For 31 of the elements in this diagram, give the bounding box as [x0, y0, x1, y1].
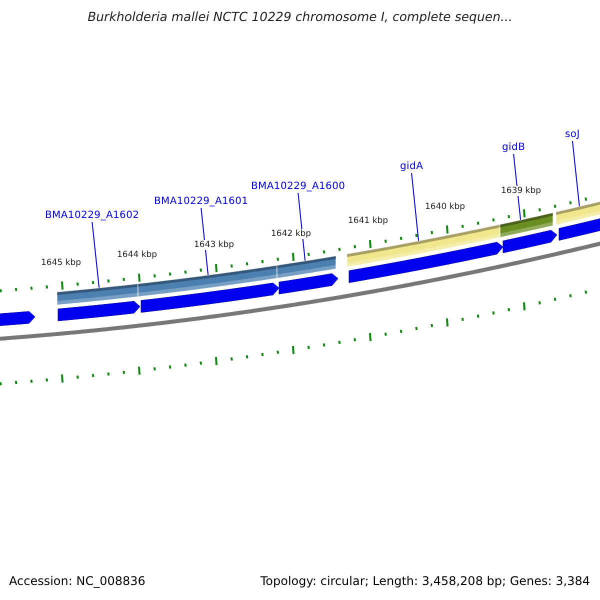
coding-segment — [278, 273, 338, 294]
scale-label: 1641 kbp — [348, 216, 388, 226]
scale-label: 1644 kbp — [117, 250, 158, 260]
leader-line — [92, 222, 100, 288]
scale-label: 1645 kbp — [41, 258, 82, 268]
leader-line — [411, 172, 420, 242]
gene-label: BMA10229_A1601 — [154, 196, 248, 207]
scale-label: 1643 kbp — [194, 240, 234, 250]
feature-bar — [500, 212, 554, 238]
coding-segment — [502, 230, 558, 254]
coding-segment — [348, 242, 504, 283]
feature-bar — [138, 265, 278, 298]
feature-bar — [56, 283, 138, 306]
gene-label: gidA — [400, 161, 424, 172]
feature-bar — [276, 256, 336, 279]
scale-label: 1640 kbp — [425, 202, 466, 212]
gene-label: soJ — [565, 129, 580, 140]
scale-label: 1639 kbp — [501, 186, 542, 196]
coding-segment — [58, 300, 140, 322]
accession-text: Accession: NC_008836 — [9, 574, 146, 588]
summary-text: Topology: circular; Length: 3,458,208 bp; Genes: 3,384 — [260, 574, 590, 588]
title: Burkholderia mallei NCTC 10229 chromosome I, complete sequen... — [86, 9, 514, 24]
feature-bar — [346, 224, 500, 268]
leader-line — [572, 140, 580, 208]
coding-segment — [0, 311, 36, 327]
gene-label: BMA10229_A1600 — [251, 181, 346, 192]
coding-segment — [558, 216, 600, 241]
gene-label: BMA10229_A1602 — [45, 210, 140, 221]
gene-label: gidB — [502, 142, 526, 153]
coding-segment — [140, 282, 280, 313]
scale-label: 1642 kbp — [271, 229, 312, 240]
